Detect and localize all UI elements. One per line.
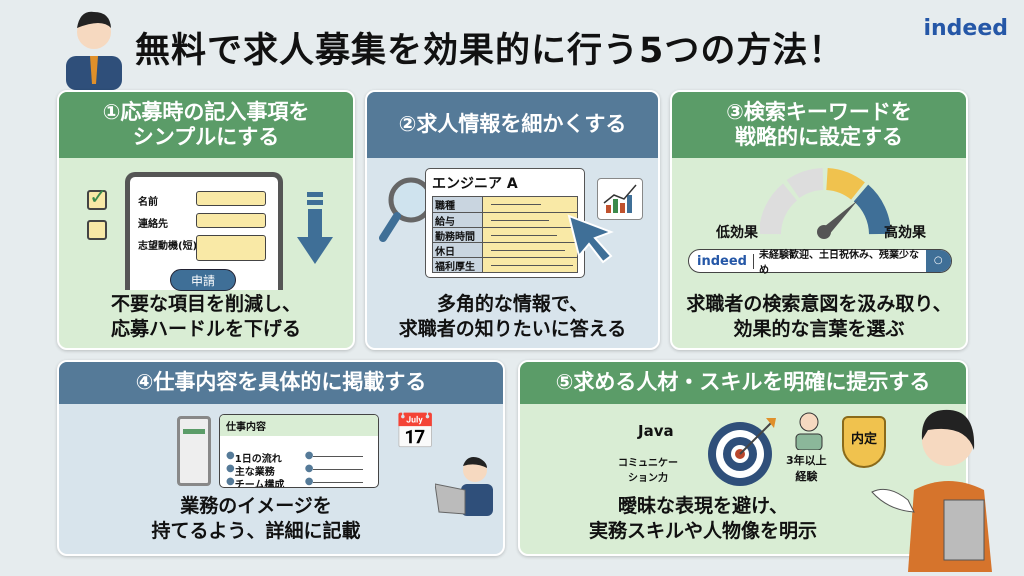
item-label: 1日の流れ [234, 454, 282, 465]
card-caption: 業務のイメージを [180, 495, 332, 517]
search-button-icon: ○ [925, 250, 951, 272]
card-caption: 効果的な言葉を選ぶ [733, 317, 905, 340]
doc-title: エンジニア A [432, 176, 518, 192]
card-caption: 求職者の検索意図を汲み取り、 [686, 293, 952, 315]
card-detailed-info: ②求人情報を細かくする エンジニア A 職種給与勤務時間休日福利厚生 多角的な情… [365, 90, 660, 350]
skill-label: コミュニケー ション力 [618, 458, 678, 484]
card-job-details: ④仕事内容を具体的に掲載する 仕事内容 ● 1日の流れ● ● 主な業務● ● チ… [57, 360, 505, 556]
arrow-down-icon [297, 192, 333, 271]
table-row: 勤務時間 [433, 227, 577, 243]
card-simplify-application: ①応募時の記入事項をシンプルにする ✓ 名前 連絡先 志望動機(短) 申請 不要… [57, 90, 355, 350]
card-title: ②求人情報を細かくする [398, 112, 627, 137]
target-icon [706, 414, 780, 492]
card-caption: 持てるよう、詳細に記載 [151, 519, 361, 542]
row-label: 職種 [433, 197, 483, 212]
row-value [483, 243, 577, 257]
item-label: 主な業務 [234, 467, 275, 478]
card-title: ③検索キーワードを [726, 99, 912, 124]
row-label: 給与 [433, 213, 483, 228]
table-row: 職種 [433, 197, 577, 212]
row-value [483, 213, 577, 227]
table-row: 給与 [433, 212, 577, 228]
card-caption: 曖昧な表現を避け、 [617, 495, 789, 517]
card-keywords: ③検索キーワードを戦略的に設定する 低効果 高効果 indeed 未経験歓迎、土… [670, 90, 968, 350]
magnifier-icon [375, 172, 435, 256]
job-content-document: 仕事内容 ● 1日の流れ● ● 主な業務● ● チーム構成● [219, 414, 379, 488]
list-item: ● チーム構成● [226, 476, 372, 488]
field-label: 名前 [138, 197, 158, 208]
row-label: 勤務時間 [433, 228, 483, 243]
doc-title: 仕事内容 [220, 415, 378, 436]
checkbox-checked-icon: ✓ [87, 185, 108, 210]
businesswoman-illustration [868, 400, 1018, 576]
card-title: ⑤求める人材・スキルを明確に提示する [555, 370, 931, 395]
job-posting-document: エンジニア A 職種給与勤務時間休日福利厚生 [425, 168, 585, 278]
row-label: 休日 [433, 243, 483, 258]
indeed-logo: indeed [923, 16, 1008, 41]
card-caption: 多角的な情報で、 [436, 293, 589, 315]
row-value [483, 228, 577, 242]
offer-badge-icon: 内定 [842, 416, 886, 468]
skill-label: 3年以上 経験 [786, 454, 827, 483]
row-label: 福利厚生 [433, 258, 483, 273]
list-item: ● 主な業務● [226, 463, 372, 478]
motivation-field [196, 235, 266, 261]
row-value [483, 258, 577, 272]
card-title: シンプルにする [132, 125, 280, 149]
skill-label: Java [638, 422, 674, 440]
office-worker-illustration [434, 454, 501, 524]
field-label: 志望動機(短) [138, 241, 198, 252]
page-title: 無料で求人募集を効果的に行う5つの方法！ [135, 31, 845, 71]
card-caption: 不要な項目を削減し、 [110, 293, 301, 315]
low-effect-label: 低効果 [716, 225, 758, 241]
effectiveness-gauge [759, 164, 891, 248]
item-label: チーム構成 [234, 480, 285, 488]
row-value [483, 197, 577, 212]
card-caption: 求職者の知りたいに答える [398, 317, 627, 340]
tablet-form: 名前 連絡先 志望動機(短) 申請 [125, 172, 283, 291]
card-title: ④仕事内容を具体的に掲載する [135, 370, 427, 395]
table-row: 福利厚生 [433, 257, 577, 273]
apply-button: 申請 [170, 269, 236, 291]
cursor-icon [567, 214, 617, 268]
card-title: ①応募時の記入事項を [102, 99, 310, 124]
calendar-clock-icon: 📅 [394, 412, 437, 452]
card-caption: 応募ハードルを下げる [110, 317, 301, 340]
checkbox-icon [87, 220, 107, 240]
card-caption: 実務スキルや人物像を明示 [588, 519, 817, 542]
field-label: 連絡先 [138, 219, 168, 230]
phone-icon [177, 416, 211, 486]
person-icon [792, 410, 826, 454]
businessman-illustration [62, 4, 126, 90]
search-bar: indeed 未経験歓迎、土日祝休み、残業少なめ ○ [688, 249, 952, 276]
card-title: 戦略的に設定する [735, 125, 903, 149]
high-effect-label: 高効果 [884, 225, 926, 241]
chart-icon [597, 178, 643, 220]
table-row: 休日 [433, 242, 577, 258]
list-item: ● 1日の流れ● [226, 450, 372, 465]
search-logo: indeed [697, 253, 754, 269]
search-input: 未経験歓迎、土日祝休み、残業少なめ [758, 250, 919, 276]
contact-field [196, 213, 266, 228]
name-field [196, 191, 266, 206]
card-required-skills: ⑤求める人材・スキルを明確に提示する Java コミュニケー ション力 3年以上… [518, 360, 968, 556]
